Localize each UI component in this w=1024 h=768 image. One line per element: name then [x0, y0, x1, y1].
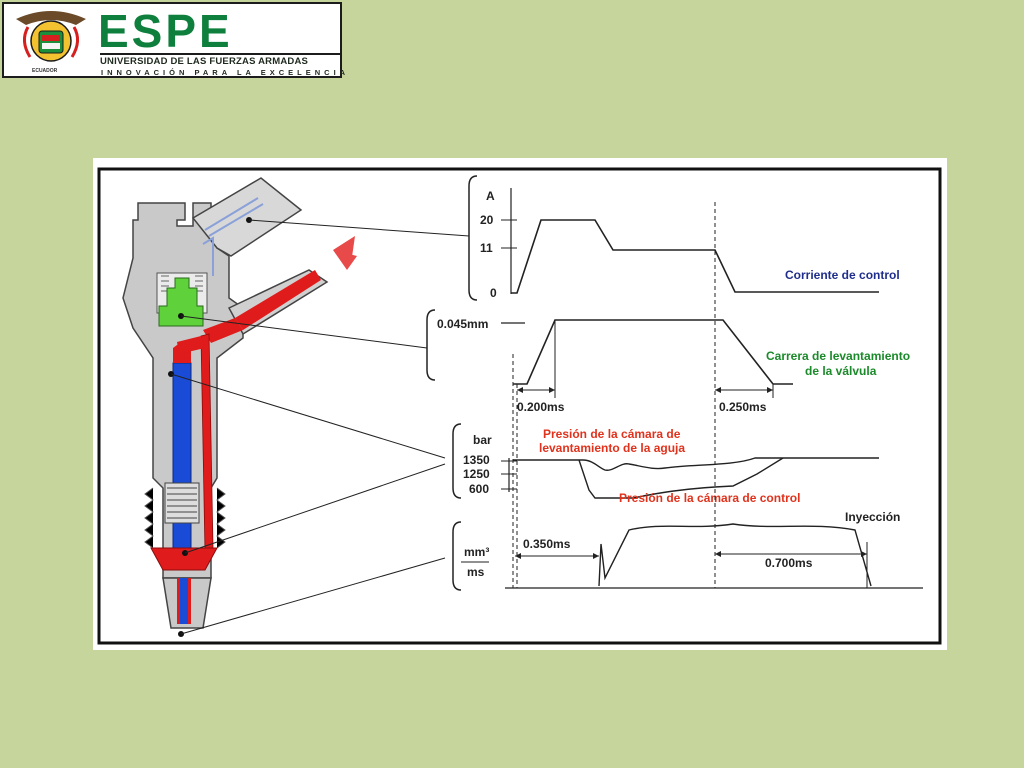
lift-fall-time: 0.250ms [719, 400, 767, 414]
injection-unit-top: mm³ [464, 545, 489, 559]
injection-duration: 0.700ms [765, 556, 813, 570]
leader-lines [170, 219, 470, 635]
fuel-inlet-arrow-icon [333, 236, 357, 270]
pressure-graph: bar 1350 1250 600 Presión de la cámara d… [463, 427, 879, 505]
logo-divider [100, 53, 340, 55]
graph-brackets [426, 175, 478, 591]
lift-curve [513, 319, 793, 385]
pressure-unit: bar [473, 433, 492, 447]
timing-dashed-lines [512, 202, 716, 588]
pressure-tick-1350: 1350 [463, 453, 490, 467]
needle-pressure-label-line1: Presión de la cámara de [543, 427, 681, 441]
control-pressure-curve [578, 457, 784, 499]
current-curve [511, 219, 879, 294]
pressure-tick-600: 600 [469, 482, 489, 496]
current-graph: A 20 11 0 Corriente de control [480, 188, 900, 300]
lift-rise-time: 0.200ms [517, 400, 565, 414]
control-pressure-label: Presión de la cámara de control [619, 491, 800, 505]
current-tick-0: 0 [490, 286, 497, 300]
lift-graph: 0.045mm 0.200ms 0.250ms Carrera de levan… [437, 317, 910, 414]
emblem-caption: ECUADOR [32, 68, 58, 74]
logo-motto: INNOVACIÓN PARA LA EXCELENCIA [101, 68, 350, 77]
espe-logo: ECUADOR ESPE UNIVERSIDAD DE LAS FUERZAS … [2, 2, 345, 78]
needle-pressure-label-line2: levantamiento de la aguja [539, 441, 685, 455]
figure-frame [97, 167, 942, 645]
injection-curve [598, 523, 872, 587]
current-tick-11: 11 [480, 241, 493, 255]
current-unit: A [486, 189, 495, 203]
logo-wordmark: ESPE [98, 5, 233, 57]
injection-graph: 0.350ms 0.700ms Inyección mm³ ms [461, 510, 923, 589]
pressure-tick-1250: 1250 [463, 467, 490, 481]
needle-pressure-curve [513, 457, 879, 471]
injection-unit-bottom: ms [467, 565, 485, 579]
logo-university-name: UNIVERSIDAD DE LAS FUERZAS ARMADAS [100, 56, 309, 67]
lift-label-line2: de la válvula [805, 364, 877, 378]
lift-tick: 0.045mm [437, 317, 488, 331]
current-tick-20: 20 [480, 213, 494, 227]
lift-label-line1: Carrera de levantamiento [766, 349, 910, 363]
injector-cutaway [122, 177, 329, 637]
current-label: Corriente de control [785, 268, 900, 282]
injector-diagram-figure: A 20 11 0 Corriente de control 0.045mm 0… [93, 158, 947, 650]
injection-label: Inyección [845, 510, 900, 524]
injection-delay: 0.350ms [523, 537, 571, 551]
university-emblem-icon [16, 11, 86, 62]
